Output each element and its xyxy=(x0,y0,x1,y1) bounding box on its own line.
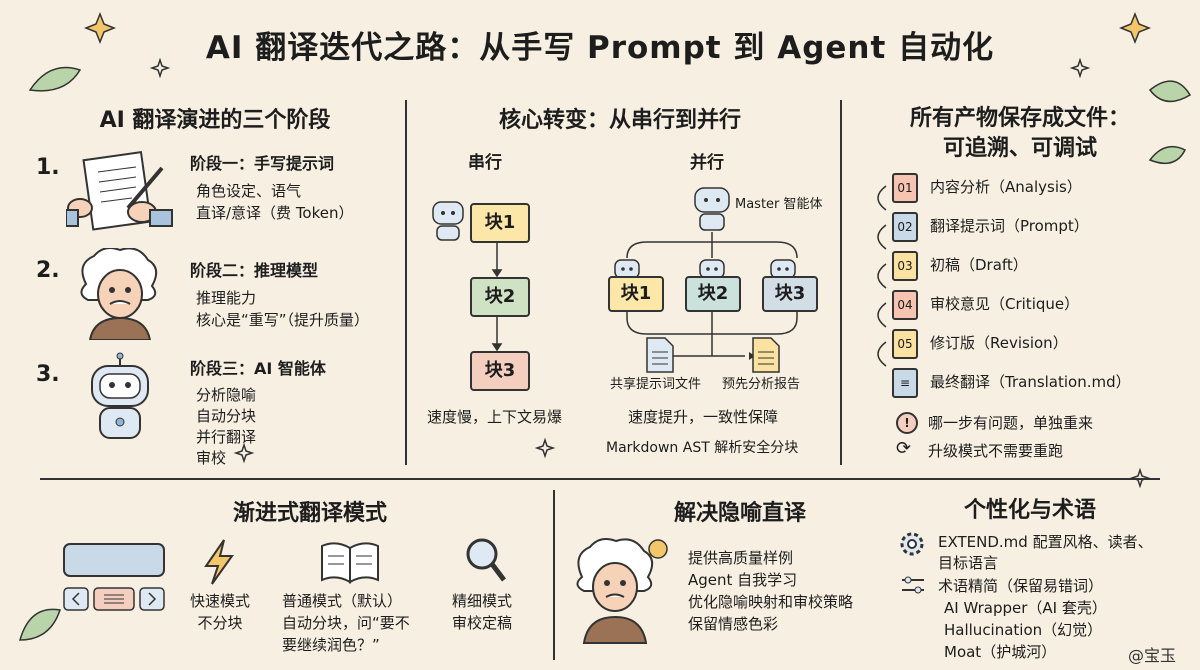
robot-icon xyxy=(432,201,464,241)
stage-detail: 角色设定、语气 xyxy=(196,182,302,200)
document-icon xyxy=(646,337,674,373)
serial-block: 块1 xyxy=(470,203,530,243)
serial-block: 块3 xyxy=(470,351,530,391)
row-divider xyxy=(40,478,1160,480)
stage-detail: 核心是“重写”（提升质量） xyxy=(196,311,370,329)
parallel-note: 速度提升，一致性保障 xyxy=(628,408,779,426)
metaphor-item: 提供高质量样例 xyxy=(688,549,794,567)
file-number-badge: 03 xyxy=(892,251,918,281)
artifact-file: 修订版（Revision） xyxy=(930,334,1068,352)
stages-heading: AI 翻译演进的三个阶段 xyxy=(99,108,331,133)
term-item: Moat（护城河） xyxy=(944,643,1057,661)
watermark: @宝玉 xyxy=(1128,646,1177,665)
artifacts-heading-line2: 可追溯、可调试 xyxy=(942,136,1097,161)
mode-detail: 自动分块，问“要不 xyxy=(282,614,410,632)
mode-title: 快速模式 xyxy=(189,592,250,610)
serial-block: 块2 xyxy=(470,277,530,317)
book-icon xyxy=(321,542,379,584)
lightning-icon xyxy=(204,539,234,585)
terms-title: 术语精简（保留易错词） xyxy=(938,577,1104,595)
serial-note: 速度慢，上下文易爆 xyxy=(427,408,563,426)
robot-icon xyxy=(614,259,640,279)
shared-prompt-file-label: 共享提示词文件 xyxy=(610,377,702,392)
column-divider xyxy=(840,100,842,465)
magnifier-icon xyxy=(466,538,506,582)
mode-detail: 审校定稿 xyxy=(452,614,513,632)
file-number-badge: 04 xyxy=(892,290,918,320)
artifact-file: 最终翻译（Translation.md） xyxy=(930,373,1131,391)
metaphor-item: Agent 自我学习 xyxy=(688,571,798,589)
scientist-idea-icon xyxy=(576,538,668,644)
flow-diagram xyxy=(432,187,798,373)
flow-arrows xyxy=(877,185,887,367)
file-number-badge: 01 xyxy=(892,173,918,203)
metaphor-item: 优化隐喻映射和审校策略 xyxy=(688,593,854,611)
metaphor-heading: 解决隐喻直译 xyxy=(673,501,806,526)
stage-number: 3. xyxy=(36,362,60,387)
stage-title: 阶段三：AI 智能体 xyxy=(190,359,326,378)
term-item: AI Wrapper（AI 套壳） xyxy=(944,599,1107,617)
stage-detail: 自动分块 xyxy=(196,407,257,425)
term-item: Hallucination（幻觉） xyxy=(944,621,1103,639)
mode-detail: 不分块 xyxy=(197,614,243,632)
artifacts-heading-line1: 所有产物保存成文件： xyxy=(909,106,1130,131)
stage-number: 2. xyxy=(36,258,60,283)
stage-number: 1. xyxy=(36,155,60,180)
refresh-icon: ⟳ xyxy=(896,438,912,459)
upgrade-note: 升级模式不需要重跑 xyxy=(928,442,1064,460)
core-shift-heading: 核心转变：从串行到并行 xyxy=(498,108,741,133)
stage-detail: 直译/意译（费 Token） xyxy=(196,204,354,222)
artifact-file: 内容分析（Analysis） xyxy=(930,178,1082,196)
warning-icon: ! xyxy=(896,412,918,434)
writing-hand-icon xyxy=(66,151,173,231)
document-icon xyxy=(752,337,780,373)
file-number-badge: 05 xyxy=(892,329,918,359)
stage-title: 阶段二：推理模型 xyxy=(190,261,319,280)
scientist-icon xyxy=(80,248,158,340)
final-file-icon: ≡ xyxy=(892,368,918,398)
stage-detail: 并行翻译 xyxy=(196,428,257,446)
stage-detail: 推理能力 xyxy=(196,289,257,307)
pre-analysis-report-label: 预先分析报告 xyxy=(722,377,801,392)
parallel-label: 并行 xyxy=(690,153,724,173)
page-title: AI 翻译迭代之路：从手写 Prompt 到 Agent 自动化 xyxy=(205,30,995,66)
file-number-badge: 02 xyxy=(892,212,918,242)
master-robot-icon xyxy=(694,187,730,231)
stage-detail: 审校 xyxy=(196,449,227,467)
metaphor-item: 保留情感色彩 xyxy=(688,615,779,633)
stage-detail: 分析隐喻 xyxy=(196,386,257,404)
robot-icon xyxy=(91,352,149,439)
stage-title: 阶段一：手写提示词 xyxy=(190,154,335,173)
artifact-file: 审校意见（Critique） xyxy=(930,295,1080,313)
progressive-mode-heading: 渐进式翻译模式 xyxy=(232,501,387,526)
mode-title: 精细模式 xyxy=(452,592,513,610)
column-divider xyxy=(553,490,555,660)
mode-title: 普通模式（默认） xyxy=(282,592,403,610)
mode-slider-icon xyxy=(63,543,165,611)
personalization-heading: 个性化与术语 xyxy=(963,498,1096,523)
extend-config: EXTEND.md 配置风格、读者、 xyxy=(938,533,1153,551)
parallel-block: 块3 xyxy=(762,276,818,312)
parallel-block: 块2 xyxy=(685,276,741,312)
mode-detail: 要继续润色？” xyxy=(282,636,380,654)
ast-note: Markdown AST 解析安全分块 xyxy=(606,440,799,456)
serial-label: 串行 xyxy=(468,153,502,173)
artifact-file: 初稿（Draft） xyxy=(930,256,1028,274)
sliders-icon xyxy=(902,576,924,594)
artifact-file: 翻译提示词（Prompt） xyxy=(930,217,1089,235)
extend-config: 目标语言 xyxy=(938,554,999,572)
gear-icon xyxy=(900,532,924,556)
parallel-block: 块1 xyxy=(608,276,664,312)
column-divider xyxy=(405,100,407,465)
master-agent-label: Master 智能体 xyxy=(735,197,823,212)
redo-note: 哪一步有问题，单独重来 xyxy=(928,414,1094,432)
